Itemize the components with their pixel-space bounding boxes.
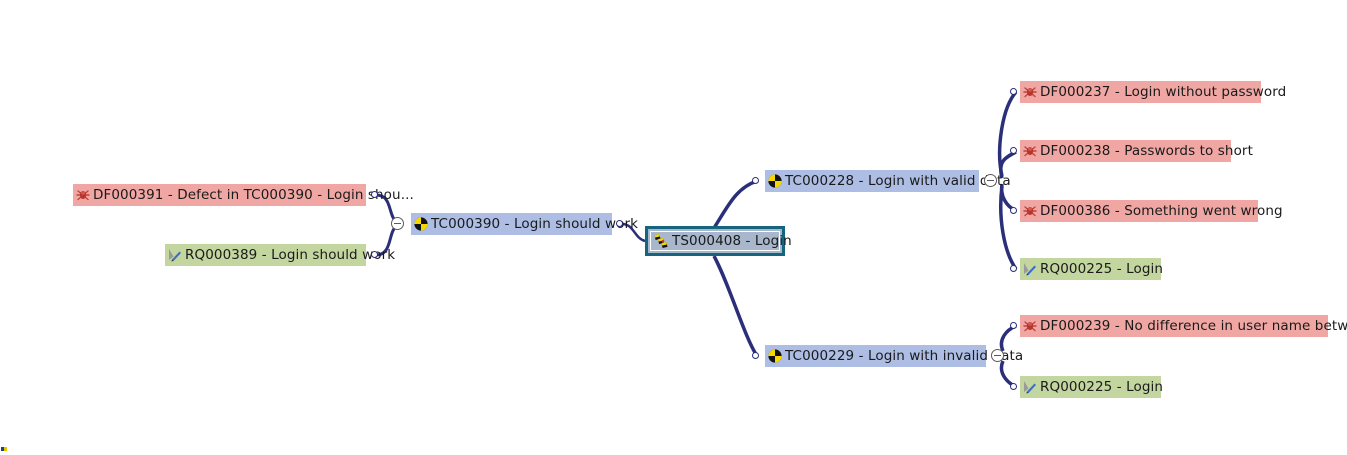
node-label: RQ000225 - Login [1040, 261, 1164, 277]
node-requirement-RQ000225-a[interactable]: RQ000225 - Login [1020, 258, 1164, 280]
edge-endpoint-dot [1010, 383, 1017, 390]
node-defect-DF000239[interactable]: DF000239 - No difference in user name be… [1020, 315, 1347, 337]
test-case-icon [413, 216, 429, 232]
corner-pixel-artifact [1, 447, 7, 451]
node-requirement-RQ000225-b[interactable]: RQ000225 - Login [1020, 376, 1164, 398]
node-defect-DF000386[interactable]: DF000386 - Something went wrong [1020, 200, 1283, 222]
node-label: TS000408 - Login [672, 233, 792, 249]
node-requirement-RQ000389[interactable]: RQ000389 - Login should work [165, 244, 395, 266]
node-label: DF000239 - No difference in user name be… [1040, 318, 1347, 334]
node-defect-DF000238[interactable]: DF000238 - Passwords to short [1020, 140, 1253, 162]
node-testcase-TC000228[interactable]: TC000228 - Login with valid data [765, 170, 1011, 192]
node-label: DF000386 - Something went wrong [1040, 203, 1283, 219]
node-label: RQ000225 - Login [1040, 379, 1164, 395]
edge-endpoint-dot [371, 251, 378, 258]
node-testsuite-TS000408[interactable]: TS000408 - Login [645, 226, 792, 256]
bug-icon [1022, 318, 1038, 334]
node-defect-DF000237[interactable]: DF000237 - Login without password [1020, 81, 1286, 103]
node-label: DF000237 - Login without password [1040, 84, 1287, 100]
node-defect-DF000391[interactable]: DF000391 - Defect in TC000390 - Login sh… [73, 184, 414, 206]
edge-endpoint-dot [752, 352, 759, 359]
edge-endpoint-dot [1010, 265, 1017, 272]
test-case-icon [767, 348, 783, 364]
bug-icon [75, 187, 91, 203]
edge-endpoint-dot [371, 191, 378, 198]
collapse-minus-icon-TC000229[interactable] [991, 349, 1004, 362]
bug-icon [1022, 84, 1038, 100]
edge-endpoint-dot [1010, 88, 1017, 95]
requirement-icon [1022, 261, 1038, 277]
edge-endpoint-dot [1010, 207, 1017, 214]
edge-endpoint-dot [616, 220, 623, 227]
edge-endpoint-dot [1010, 322, 1017, 329]
collapse-minus-icon-TC000390[interactable] [391, 217, 404, 230]
test-suite-icon [654, 233, 670, 249]
node-testcase-TC000229[interactable]: TC000229 - Login with invalid data [765, 345, 1023, 367]
node-label: RQ000389 - Login should work [185, 247, 396, 263]
collapse-minus-icon-TC000228[interactable] [984, 174, 997, 187]
edge-endpoint-dot [1010, 147, 1017, 154]
bug-icon [1022, 203, 1038, 219]
node-label: DF000238 - Passwords to short [1040, 143, 1253, 159]
edge-endpoint-dot [752, 177, 759, 184]
node-label: TC000229 - Login with invalid data [785, 348, 1024, 364]
test-case-icon [767, 173, 783, 189]
node-testcase-TC000390[interactable]: TC000390 - Login should work [411, 213, 638, 235]
node-label: TC000390 - Login should work [431, 216, 639, 232]
node-label: DF000391 - Defect in TC000390 - Login sh… [93, 187, 414, 203]
requirement-icon [1022, 379, 1038, 395]
bug-icon [1022, 143, 1038, 159]
requirement-icon [167, 247, 183, 263]
node-label: TC000228 - Login with valid data [785, 173, 1011, 189]
